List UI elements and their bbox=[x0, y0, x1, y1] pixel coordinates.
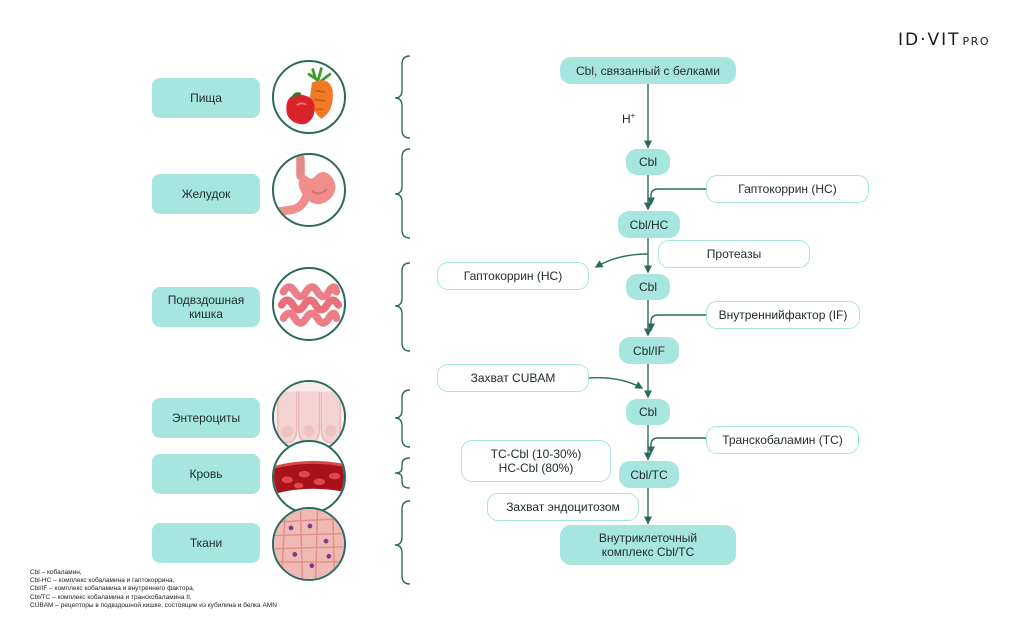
stage-tissues: Ткани bbox=[152, 523, 260, 563]
arrow-haptocorrin-release bbox=[594, 253, 649, 268]
tc-cbl-fraction: TC-Cbl (10-30%) bbox=[490, 447, 582, 461]
node-cbl-if: Cbl/IF bbox=[619, 337, 679, 364]
stage-stomach: Желудок bbox=[152, 174, 260, 214]
legend-line: CUBAM – рецепторы в подвздошной кишке, с… bbox=[30, 601, 277, 609]
node-cbl-protein: Cbl, связанный с белками bbox=[560, 57, 736, 84]
stage-food: Пища bbox=[152, 78, 260, 118]
bracket-stomach bbox=[394, 148, 411, 239]
bracket-food bbox=[394, 55, 411, 139]
hc-cbl-fraction: HC-Cbl (80%) bbox=[498, 461, 574, 475]
legend-line: Cbl/TC – комплекс кобаламина и транскоба… bbox=[30, 593, 192, 601]
legend: Cbl – кобаламин, Cbl-HC – комплекс кобал… bbox=[30, 569, 277, 610]
legend-line: Cbl-HC – комплекс кобаламина и гаптокорр… bbox=[30, 577, 175, 585]
bracket-enterocytes bbox=[394, 389, 411, 448]
side-proteases: Протеазы bbox=[658, 240, 810, 268]
stomach-icon bbox=[272, 153, 346, 227]
arrow-transcobalamin-join bbox=[647, 437, 706, 455]
stage-ileum: Подвздошная кишка bbox=[152, 287, 260, 327]
side-endocytosis: Захват эндоцитозом bbox=[487, 493, 639, 521]
node-cbl-1: Cbl bbox=[626, 149, 670, 175]
legend-line: Cbl – кобаламин, bbox=[30, 569, 82, 576]
node-cbl-2: Cbl bbox=[626, 274, 670, 300]
arrow-cubam-join bbox=[588, 377, 644, 389]
ileum-icon bbox=[272, 267, 346, 341]
h-plus-label: H+ bbox=[622, 111, 636, 126]
side-intrinsic-factor: Внутреннийфактор (IF) bbox=[706, 301, 860, 329]
stage-blood: Кровь bbox=[152, 454, 260, 494]
food-icon bbox=[272, 60, 346, 134]
stage-enterocytes: Энтероциты bbox=[152, 398, 260, 438]
arrow-intrinsic-factor-join bbox=[647, 314, 706, 332]
arrow-haptocorrin-join bbox=[647, 188, 706, 206]
bracket-blood bbox=[394, 457, 411, 489]
tissue-icon bbox=[272, 507, 346, 581]
node-cbl-hc: Cbl/HC bbox=[618, 211, 680, 238]
bracket-tissues bbox=[394, 500, 411, 585]
node-intracellular: Внутриклеточный комплекс Cbl/TC bbox=[560, 525, 736, 565]
node-cbl-3: Cbl bbox=[626, 399, 670, 425]
node-cbl-tc: Cbl/TC bbox=[619, 461, 679, 488]
enterocytes-icon bbox=[272, 380, 346, 454]
side-haptocorrin-out: Гаптокоррин (HC) bbox=[437, 262, 589, 290]
side-haptocorrin-in: Гаптокоррин (HC) bbox=[706, 175, 869, 203]
side-transcobalamin: Транскобаламин (TC) bbox=[706, 426, 859, 454]
bracket-ileum bbox=[394, 262, 411, 352]
legend-line: Cbl/IF – комплекс кобаламина и внутренне… bbox=[30, 585, 195, 593]
side-blood-fractions: TC-Cbl (10-30%) HC-Cbl (80%) bbox=[461, 440, 611, 482]
side-cubam: Захват CUBAM bbox=[437, 364, 589, 392]
